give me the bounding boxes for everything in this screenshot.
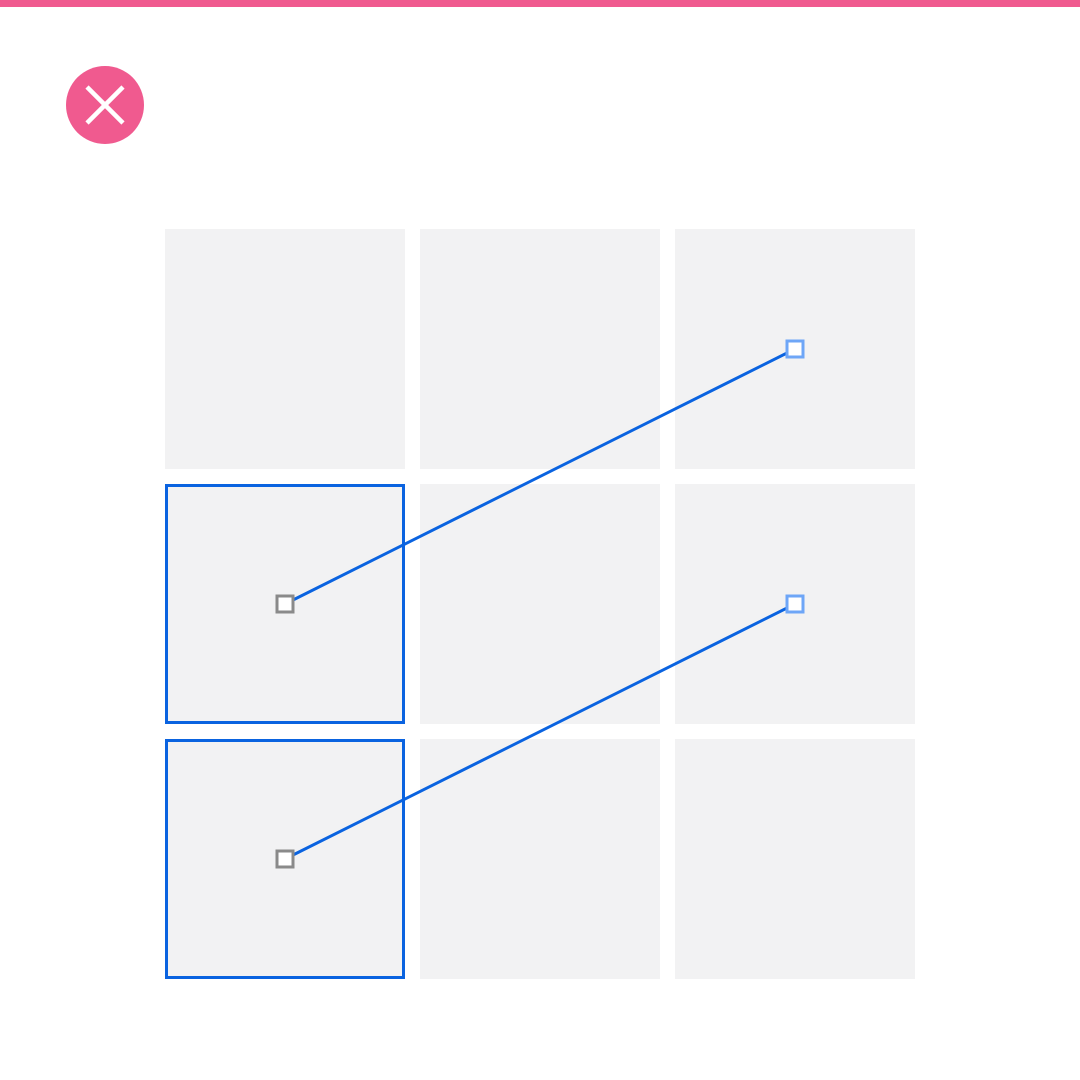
- grid-cell-r1-c2[interactable]: [420, 229, 660, 469]
- grid-cell-r2-c2[interactable]: [420, 484, 660, 724]
- source-handle-1[interactable]: [275, 594, 295, 614]
- top-accent-bar: [0, 0, 1080, 7]
- grid-cell-r1-c1[interactable]: [165, 229, 405, 469]
- close-button[interactable]: [66, 66, 144, 144]
- target-handle-1[interactable]: [785, 339, 805, 359]
- grid-cell-r3-c3[interactable]: [675, 739, 915, 979]
- close-icon: [66, 66, 144, 144]
- target-handle-2[interactable]: [785, 594, 805, 614]
- source-handle-2[interactable]: [275, 849, 295, 869]
- grid-cell-r3-c2[interactable]: [420, 739, 660, 979]
